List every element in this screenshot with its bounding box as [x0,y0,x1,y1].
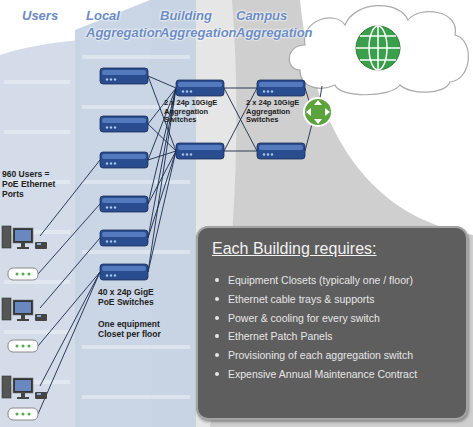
network-wire [38,272,100,414]
box-heading: Each Building requires: [212,240,456,258]
network-wire [224,88,257,89]
column-heading: Campus Aggregation [236,8,312,42]
network-wire [148,151,176,238]
bullet-item: Power & cooling for every switch [212,312,456,324]
building-silhouette [0,0,196,427]
building-silhouette [82,180,190,184]
user-device [8,268,38,280]
building-silhouette [4,330,70,334]
closet-note: One equipment Closet per floor [98,320,178,340]
bullet-item: Equipment Closets (typically one / floor… [212,274,456,286]
aggregation-switch [257,80,305,96]
cloud-internet [360,36,396,60]
column-heading: Local Aggregation [86,8,162,42]
user-device [2,226,47,249]
network-wire [320,86,322,98]
poe-switch [100,264,148,280]
bullet-item: Ethernet cable trays & supports [212,293,456,305]
building-silhouette [82,55,190,59]
building-silhouette [4,80,70,84]
building-silhouette [82,395,190,399]
cloud-internet [356,47,400,49]
column-heading: Users [22,8,82,25]
poe-switch [100,152,148,168]
requirements-box: Each Building requires: Equipment Closets… [196,226,468,420]
aggregation-switch [176,143,224,159]
bullet-item: Provisioning of each aggregation switch [212,349,456,361]
cloud-internet [289,6,468,95]
network-wire [40,238,100,308]
switch-label: 40 x 24p GigE PoE Switches [98,288,168,308]
building-silhouette [4,280,70,284]
switch-label: 2 x 24p 10GigE Aggregation Switches [246,99,312,125]
building-aggregation-band [150,0,473,427]
bullet-item: Ethernet Patch Panels [212,330,456,342]
building-silhouette [82,250,190,254]
bullet-item: Expensive Annual Maintenance Contract [212,368,456,380]
router-symbol [304,98,332,126]
router-symbol [306,100,330,124]
network-wire [38,272,100,346]
column-heading: Building Aggregation [160,8,236,42]
user-count-note: 960 Users = PoE Ethernet Ports [2,170,62,199]
building-silhouette [4,130,70,134]
network-wire [305,124,312,151]
building-silhouette [82,345,190,349]
cloud-internet [289,6,468,95]
poe-switch [100,116,148,132]
building-silhouette [0,40,80,427]
user-device [2,298,47,321]
network-wire [38,204,100,274]
switch-label: 2 x 24p 10GigE Aggregation Switches [164,99,232,125]
poe-switch [100,68,148,280]
poe-switch [100,230,148,246]
user-device [8,340,38,352]
network-wire [148,151,176,272]
network-wire [40,272,100,386]
poe-switch [100,68,148,84]
user-device [2,376,47,399]
cloud-internet [356,26,400,70]
router-symbol [304,98,332,126]
user-device [2,226,47,420]
aggregation-switch [176,80,224,96]
building-silhouette [75,0,196,427]
poe-switch [100,196,148,212]
network-wire [224,151,257,152]
aggregation-switch [257,143,305,159]
user-device [8,408,38,420]
